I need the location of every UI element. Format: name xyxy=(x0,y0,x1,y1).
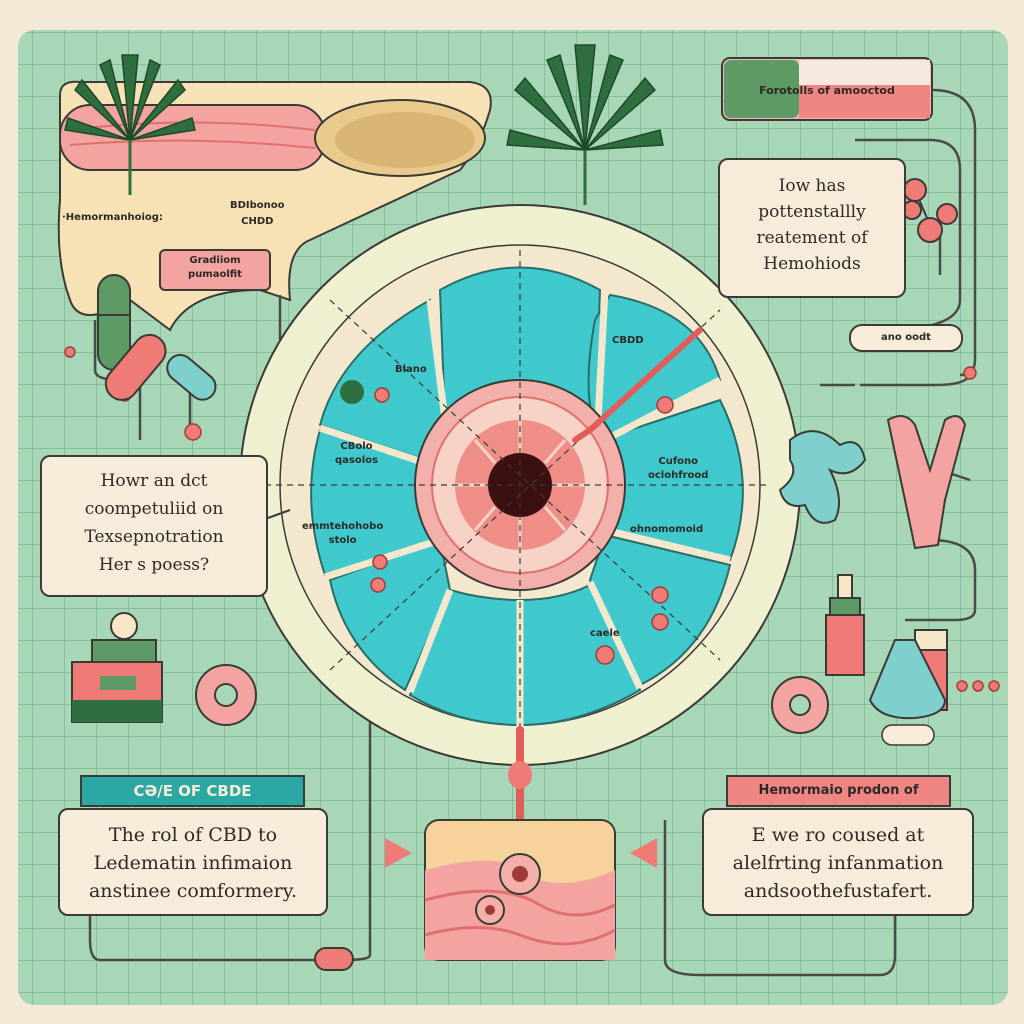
question-left-line-4: Her s poess? xyxy=(98,555,210,575)
donut-icon xyxy=(195,664,829,734)
question-top-right-line-3: reatement of xyxy=(756,228,868,248)
pink-label xyxy=(159,249,271,291)
question-top-right-line-2: pottenstallly xyxy=(758,202,866,222)
cannabis-leaf-icon xyxy=(64,54,196,195)
question-top-right-line-4: Hemohiods xyxy=(763,254,861,274)
bottom-right-title: Hemormaio prodon of xyxy=(758,783,919,798)
ring-label-cbdo: CBolo qasolos xyxy=(335,441,378,466)
teal-cluster-icon xyxy=(778,430,867,524)
ring-label-ommhe: emmtehohobo stolo xyxy=(302,521,384,546)
bottom-right-line-3: andsoothefustafert. xyxy=(743,880,933,902)
bottom-left-line-1: The rol of CBD to xyxy=(108,824,278,846)
cannabis-leaf-icon-top xyxy=(506,44,664,205)
ring-label-cufone: Cufono oclohfrood xyxy=(648,456,709,481)
question-top-right-line-1: Iow has xyxy=(778,176,846,196)
bottom-right-box: E we ro coused at alelfrting infanmation… xyxy=(702,808,974,916)
bottom-left-box: The rol of CBD to Ledematin infimaion an… xyxy=(58,808,328,916)
flask-icon xyxy=(868,639,947,720)
bottom-right-line-1: E we ro coused at xyxy=(751,824,925,846)
molecule-icon xyxy=(902,178,958,243)
top-left-label-1: ·Hemormanhoiog: xyxy=(62,212,163,223)
top-left-pill-label: Gradiiom pumaolfit xyxy=(188,255,242,280)
tissue-icon xyxy=(886,415,967,550)
bottom-left-line-3: anstinee comformery. xyxy=(88,880,298,902)
bottom-left-title: CƏ/E OF CBDE xyxy=(133,782,252,800)
question-left-box: Howr an dct coompetuliid on Texsepnotrat… xyxy=(40,455,268,597)
ring-label-caele: caele xyxy=(590,628,620,639)
dropper-bottle-icon xyxy=(825,574,865,676)
top-right-bar-label: Forotolls of amooctod xyxy=(759,84,895,97)
small-tag-label: ano oodt xyxy=(881,332,931,343)
jar-icon xyxy=(71,612,163,723)
ring-label-ohmo: ohnomomoid xyxy=(630,524,704,535)
bottom-right-line-2: alelfrting infanmation xyxy=(732,852,944,874)
ring-label-blanc: Blano xyxy=(395,364,427,375)
bottom-right-banner: Hemormaio prodon of xyxy=(726,775,951,807)
bottom-left-line-2: Ledematin infimaion xyxy=(93,852,293,874)
ring-label-cbd: CBDD xyxy=(612,335,644,346)
question-left-line-2: coompetuliid on xyxy=(84,499,224,519)
pill-icon xyxy=(104,333,217,401)
question-top-right-box: Iow has pottenstallly reatement of Hemoh… xyxy=(718,158,906,298)
question-left-line-3: Texsepnotration xyxy=(84,527,224,547)
question-left-line-1: Howr an dct xyxy=(100,471,208,491)
skin-tissue-icon xyxy=(424,819,616,961)
top-left-label-2: BDIbonoo CHDD xyxy=(230,200,285,227)
small-tag xyxy=(849,324,963,352)
bottom-left-banner: CƏ/E OF CBDE xyxy=(80,775,305,807)
blood-vessel-icon xyxy=(59,99,486,177)
